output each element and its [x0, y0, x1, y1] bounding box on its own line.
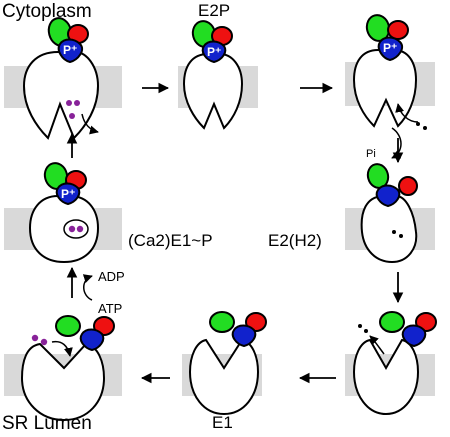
p-domain-mid-left: [55, 182, 81, 206]
proton-dot: [416, 122, 420, 126]
proton-entry-arrow: [395, 103, 419, 123]
pump-body-bottom-right: [352, 338, 420, 416]
p-domain-top-left: [57, 38, 84, 64]
p-domain-top-right: [377, 36, 404, 62]
pi-release-arrow: [391, 127, 402, 159]
n-domain-bottom-right: [379, 311, 405, 333]
sr-lumen-label: SR Lumen: [2, 413, 92, 434]
p-domain-top-mid: [201, 40, 227, 64]
p-domain-mid-right: [375, 184, 401, 208]
n-domain-bottom-mid: [209, 311, 235, 333]
calcium-release-arrow: [81, 113, 99, 135]
occlusion-site: [63, 219, 89, 239]
phospho-label-top-right: P⁺: [383, 41, 398, 55]
proton-dot: [364, 329, 368, 333]
atp-to-adp-arrow: [82, 274, 93, 301]
pi-label: Pi: [366, 148, 376, 160]
phospho-label-top-left: P⁺: [63, 43, 78, 57]
calcium-ion: [40, 338, 48, 346]
calcium-ion: [68, 225, 76, 233]
proton-dot: [358, 324, 362, 328]
a-domain-top-right: [387, 20, 409, 40]
p-domain-bottom-left: [79, 328, 105, 352]
calcium-ion: [76, 225, 84, 233]
p-domain-bottom-right: [401, 324, 427, 348]
phospho-label-top-mid: P⁺: [207, 45, 222, 59]
p-domain-bottom-mid: [231, 324, 257, 348]
adp-label: ADP: [98, 269, 125, 284]
proton-dot: [399, 234, 403, 238]
proton-release-arrow: [369, 335, 385, 355]
pump-body-mid-right: [360, 195, 418, 264]
calcium-ion: [66, 100, 72, 106]
state-label-ca2e1p: (Ca2)E1~P: [128, 231, 213, 250]
proton-dot: [423, 126, 427, 130]
calcium-ion: [74, 100, 80, 106]
atp-label: ATP: [98, 301, 123, 316]
cytoplasm-label: Cytoplasm: [2, 1, 92, 22]
phospho-label-mid-left: P⁺: [61, 187, 76, 201]
proton-dot: [392, 230, 396, 234]
calcium-ion: [31, 334, 39, 342]
pump-body-top-right: [352, 49, 418, 128]
state-label-e1: E1: [212, 413, 233, 432]
a-domain-mid-right: [398, 176, 418, 196]
pump-body-bottom-mid: [188, 338, 260, 416]
pump-body-top-mid: [182, 53, 244, 130]
n-domain-bottom-left: [55, 315, 81, 337]
calcium-entry-arrow: [51, 340, 73, 357]
state-label-e2h2: E2(H2): [268, 231, 322, 250]
state-label-e2p: E2P: [198, 1, 231, 20]
pump-body-bottom-left: [20, 342, 106, 422]
calcium-ion: [69, 113, 75, 119]
